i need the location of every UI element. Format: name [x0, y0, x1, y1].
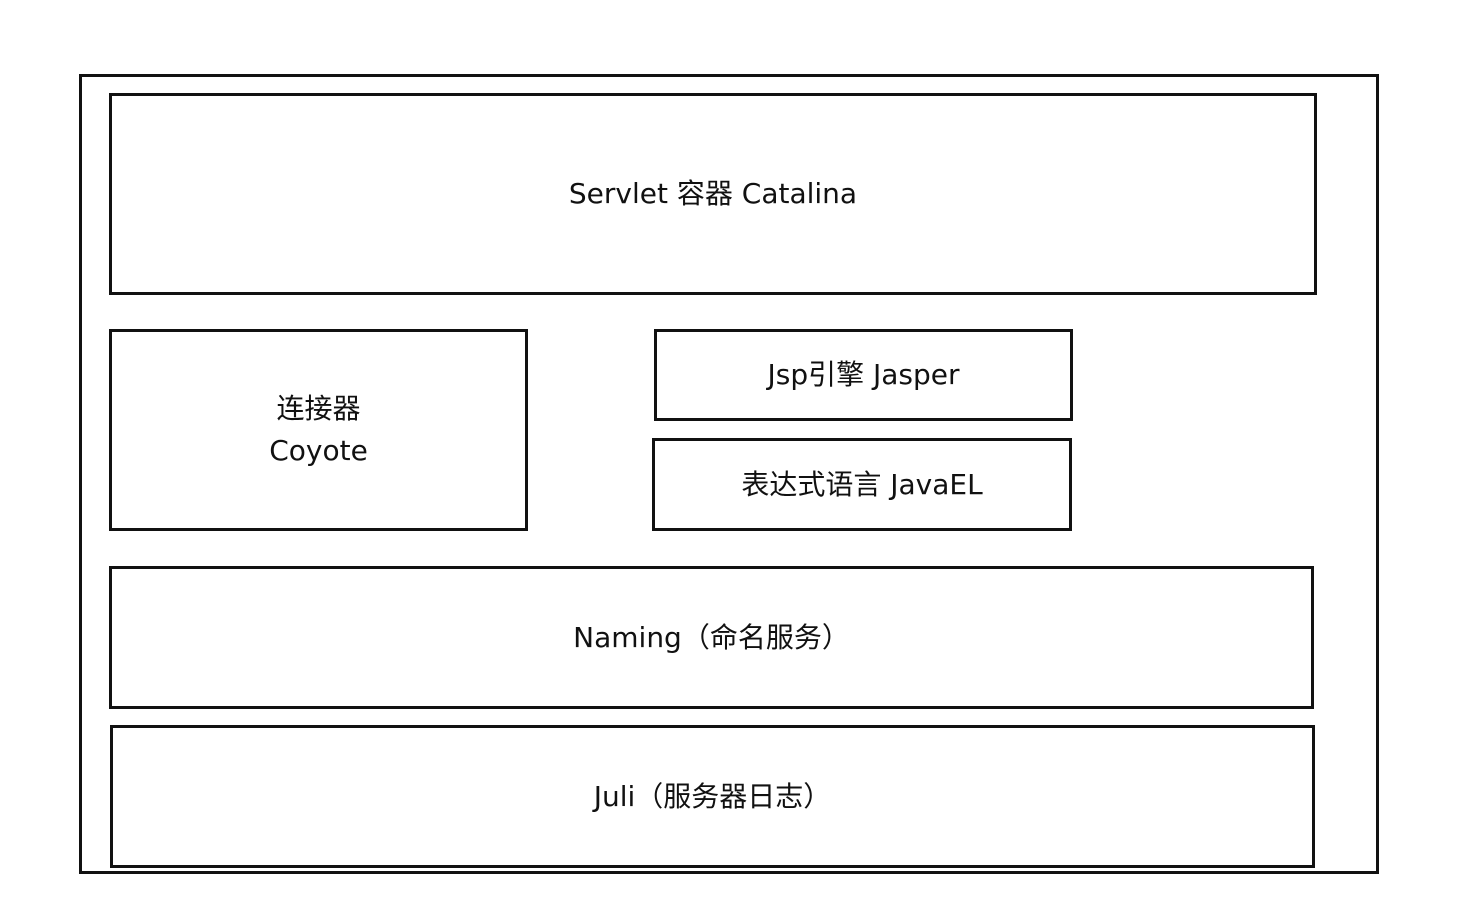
- naming-label: Naming（命名服务）: [573, 620, 850, 654]
- naming-service-box: Naming（命名服务）: [109, 566, 1314, 709]
- jasper-label: Jsp引擎 Jasper: [767, 358, 960, 391]
- javael-label: 表达式语言 JavaEL: [741, 467, 983, 501]
- coyote-label-line1: 连接器: [276, 392, 361, 425]
- catalina-label: Servlet 容器 Catalina: [568, 177, 858, 210]
- juli-label: Juli（服务器日志）: [593, 779, 832, 813]
- connector-coyote-box: 连接器 Coyote: [109, 329, 528, 531]
- servlet-container-catalina-box: Servlet 容器 Catalina: [109, 93, 1317, 295]
- outer-container: [79, 74, 1379, 874]
- juli-server-log-box: Juli（服务器日志）: [110, 725, 1315, 868]
- expression-language-javael-box: 表达式语言 JavaEL: [652, 438, 1072, 531]
- coyote-label-line2: Coyote: [269, 434, 368, 467]
- jsp-engine-jasper-box: Jsp引擎 Jasper: [654, 329, 1073, 421]
